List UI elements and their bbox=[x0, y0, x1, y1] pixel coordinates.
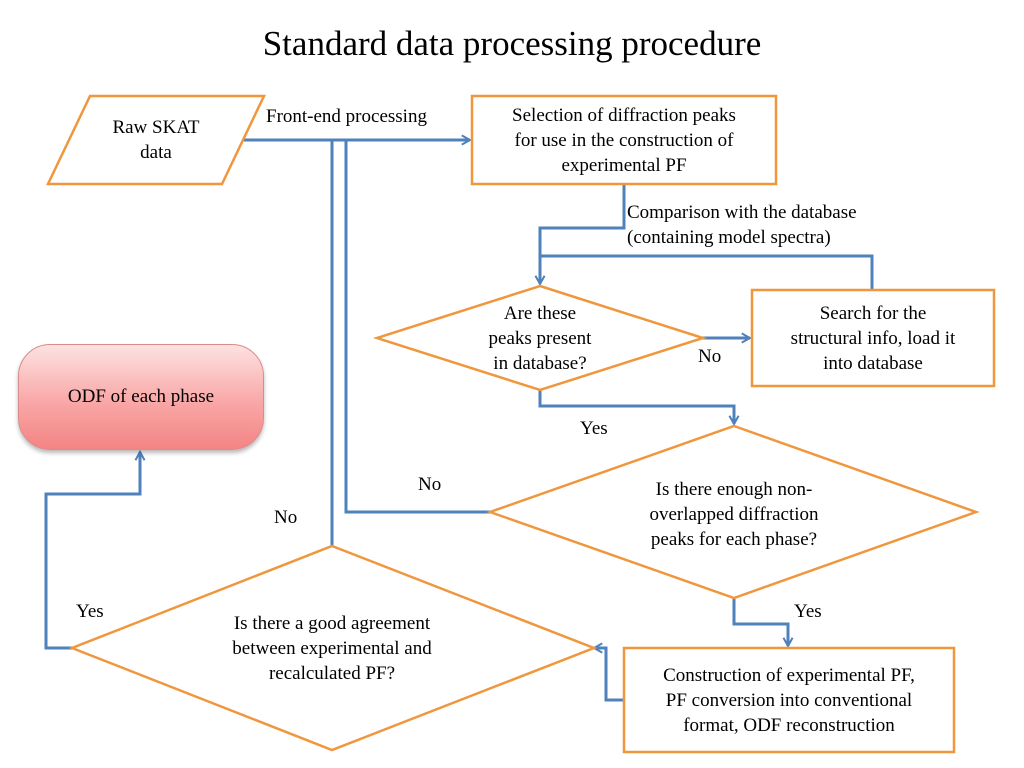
connector-agreement-yes bbox=[44, 452, 140, 650]
database-check-shape bbox=[372, 284, 708, 392]
peak-selection-shape bbox=[470, 94, 778, 186]
connector-search-back-to-database-check bbox=[540, 254, 874, 290]
connector-peaks-no bbox=[344, 140, 490, 514]
agreement-check-text: Is there a good agreement between experi… bbox=[232, 612, 432, 684]
enough-peaks-text: Is there enough non- overlapped diffract… bbox=[649, 478, 819, 550]
connector-peaks-yes bbox=[732, 598, 788, 646]
front-end-processing-label: Front-end processing bbox=[266, 106, 427, 127]
connector-database-yes bbox=[538, 388, 734, 424]
agreement-check-shape bbox=[68, 544, 598, 752]
odf-result-label: ODF of each phase bbox=[67, 386, 215, 407]
database-no-label: No bbox=[698, 346, 722, 367]
construction-shape bbox=[622, 646, 956, 754]
structural-search-shape bbox=[750, 288, 996, 388]
odf-result-box: ODF of each phase bbox=[18, 344, 264, 450]
database-yes-label: Yes bbox=[580, 418, 608, 439]
database-check-text: Are these peaks present in database? bbox=[488, 302, 592, 374]
peak-selection-text: Selection of diffraction peaks for use i… bbox=[512, 104, 736, 176]
raw-data-shape bbox=[46, 94, 266, 186]
connector-construction-to-agreement bbox=[594, 648, 624, 702]
agreement-yes-label: Yes bbox=[76, 601, 104, 622]
peaks-yes-label: Yes bbox=[794, 601, 822, 622]
structural-search-text: Search for the structural info, load it … bbox=[790, 302, 956, 374]
page-title: Standard data processing procedure bbox=[262, 24, 762, 63]
agreement-no-label: No bbox=[274, 507, 298, 528]
construction-text: Construction of experimental PF, PF conv… bbox=[663, 664, 915, 736]
raw-data-text: Raw SKAT data bbox=[112, 117, 200, 163]
peaks-no-label: No bbox=[418, 474, 442, 495]
comparison-label: Comparison with the database (containing… bbox=[627, 202, 857, 248]
connector-selection-to-database-check bbox=[540, 184, 626, 284]
enough-peaks-shape bbox=[486, 424, 980, 600]
